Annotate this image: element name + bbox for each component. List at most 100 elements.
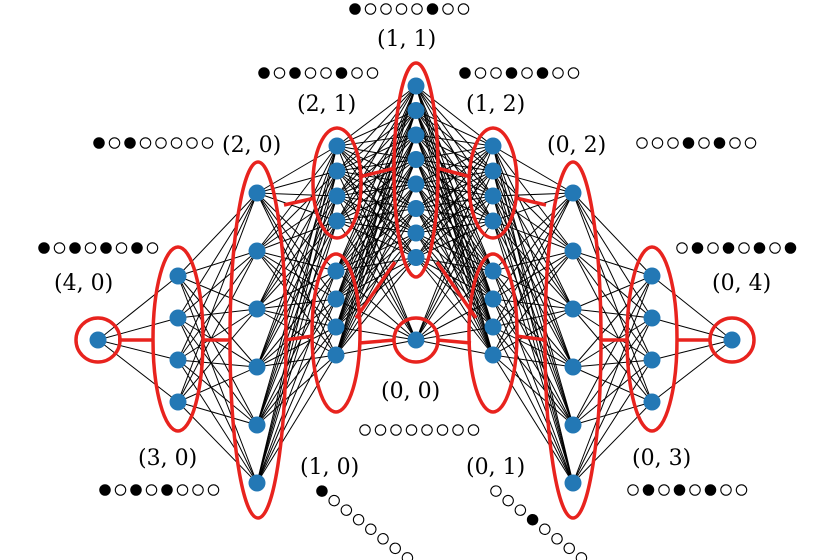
edge [492, 270, 574, 310]
edge [572, 317, 653, 426]
empty-dot [627, 484, 639, 496]
edge [415, 85, 494, 328]
edge [256, 145, 338, 252]
node-c02 [564, 474, 582, 492]
node-c21 [328, 212, 346, 230]
node-c20 [248, 358, 266, 376]
node-c02 [564, 416, 582, 434]
cluster-ring-c30 [151, 245, 205, 433]
edge [256, 192, 337, 300]
node-c03 [643, 267, 661, 285]
filled-dot [536, 67, 549, 79]
empty-dot [207, 484, 220, 496]
edge [572, 275, 653, 426]
edge [415, 145, 494, 209]
filled-dot [784, 242, 797, 254]
node-c30 [169, 309, 187, 327]
edge [492, 326, 574, 368]
edge [336, 134, 417, 222]
edge [651, 317, 733, 341]
edge [335, 85, 417, 328]
filled-dot [100, 242, 112, 254]
node-c11 [407, 224, 425, 242]
empty-dot [365, 523, 377, 535]
empty-dot [552, 67, 564, 79]
node-c03 [643, 393, 661, 411]
edge [415, 195, 494, 341]
edge [415, 208, 494, 300]
edge [256, 298, 337, 426]
edge [177, 366, 258, 403]
node-c02 [564, 300, 582, 318]
empty-dot [351, 67, 363, 79]
edge [335, 257, 417, 356]
node-c20 [248, 242, 266, 260]
filled-dot [69, 242, 81, 254]
node-c02 [564, 184, 582, 202]
node-c11 [407, 77, 425, 95]
edge [415, 183, 494, 356]
empty-dot [366, 67, 379, 79]
empty-dot [474, 67, 487, 79]
edge [492, 195, 574, 368]
edge [256, 170, 338, 252]
cluster-ring-c00 [392, 316, 440, 364]
edge [256, 192, 337, 356]
node-c12 [484, 212, 502, 230]
edge [336, 220, 417, 341]
empty-dot [563, 542, 575, 555]
edge [492, 250, 574, 328]
edge [335, 159, 417, 356]
edge [177, 317, 258, 426]
empty-dot [551, 533, 563, 545]
edge [572, 308, 653, 319]
empty-dot [377, 533, 389, 545]
empty-dot [575, 552, 588, 560]
pattern-0-1 [490, 485, 588, 560]
pattern-0-4 [676, 242, 797, 254]
edge [177, 275, 258, 484]
filled-dot [722, 242, 735, 254]
network-nodes [89, 77, 741, 492]
filled-dot [93, 137, 105, 149]
edge [336, 85, 417, 172]
filled-dot [289, 67, 301, 79]
pattern-0-3 [627, 484, 748, 496]
edge [415, 257, 494, 356]
edge [572, 250, 653, 319]
filled-dot [161, 484, 173, 496]
edge [177, 250, 258, 403]
ring-connector [436, 338, 472, 345]
pattern-0-0 [359, 424, 480, 436]
edge [177, 192, 258, 319]
node-c01 [484, 346, 502, 364]
edge [492, 195, 574, 252]
edge [415, 159, 494, 356]
empty-dot [514, 504, 527, 516]
edge [572, 192, 653, 319]
edge [256, 298, 337, 310]
edge [256, 192, 338, 222]
empty-dot [395, 3, 408, 15]
edge [492, 145, 574, 484]
edge [177, 250, 258, 361]
empty-dot [273, 67, 286, 79]
edge [492, 192, 574, 356]
edge [177, 359, 258, 484]
filled-dot [704, 484, 717, 496]
edge [572, 317, 653, 368]
label-0-2: (0, 2) [547, 133, 606, 158]
edge [177, 308, 258, 361]
empty-dot [442, 3, 454, 15]
label-0-3: (0, 3) [632, 446, 691, 471]
empty-dot [115, 242, 128, 254]
node-c20 [248, 184, 266, 202]
filled-dot [673, 484, 686, 496]
edge [256, 354, 337, 484]
empty-dot [567, 67, 580, 79]
edge [492, 192, 574, 272]
node-c10 [327, 290, 345, 308]
edge [336, 220, 417, 234]
filled-dot [124, 137, 136, 149]
edge [572, 275, 653, 368]
